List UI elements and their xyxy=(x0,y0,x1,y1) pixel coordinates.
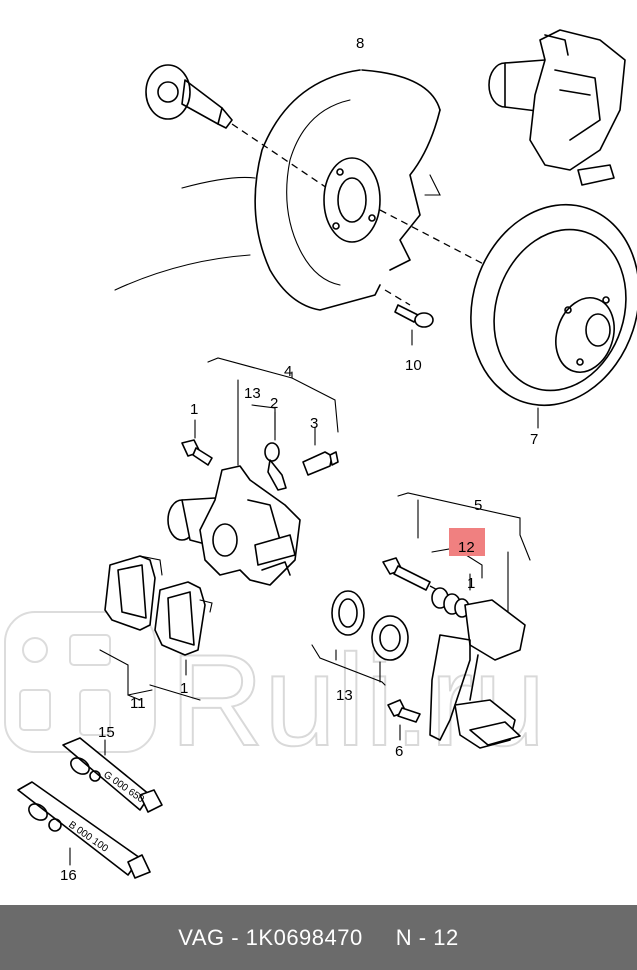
callout-13-upper: 13 xyxy=(244,385,261,402)
callout-15: 15 xyxy=(98,724,115,741)
callout-6: 6 xyxy=(395,743,403,760)
caliper-assembly-top xyxy=(488,29,626,186)
callout-8: 8 xyxy=(356,35,364,52)
highlight-box xyxy=(449,528,485,556)
bolt-6 xyxy=(387,699,421,741)
backing-plate xyxy=(254,69,496,311)
bolt-10 xyxy=(384,289,434,346)
callout-16: 16 xyxy=(60,867,77,884)
callouts: 8 10 7 4 13 2 1 3 5 12 1 1 11 13 6 15 16 xyxy=(60,35,538,884)
callout-11: 11 xyxy=(130,695,146,712)
footer-position: N - 12 xyxy=(395,924,459,950)
watermark-logo-icon xyxy=(4,611,156,753)
callout-3: 3 xyxy=(310,415,318,432)
guide-pin-2 xyxy=(264,411,287,491)
brake-disc xyxy=(470,203,637,429)
carrier-bracket-right xyxy=(429,599,526,749)
group-5-bracket xyxy=(397,492,531,621)
callout-12: 12 xyxy=(458,539,475,556)
callout-5: 5 xyxy=(474,497,482,514)
grease-tube-15: G 000 650 xyxy=(62,737,163,813)
bleed-screw-3 xyxy=(302,427,339,476)
callout-2: 2 xyxy=(270,395,278,412)
axle-beam-outline xyxy=(114,176,256,291)
guide-bush xyxy=(431,587,470,618)
callout-4: 4 xyxy=(284,363,292,380)
callout-13-lower: 13 xyxy=(336,687,353,704)
callout-7: 7 xyxy=(530,431,538,448)
callout-1-lower: 1 xyxy=(180,680,188,697)
caliper-body-left xyxy=(167,465,301,586)
callout-10: 10 xyxy=(405,357,422,374)
callout-1-right: 1 xyxy=(467,575,475,592)
group-13-bracket-lower xyxy=(311,644,386,686)
wheel-hub-stub xyxy=(145,64,331,191)
seal-rings xyxy=(331,590,409,683)
footer-gap xyxy=(363,925,396,951)
bolt-1-caliper xyxy=(181,419,213,466)
footer-separator: - xyxy=(224,924,246,950)
footer-bar: VAG - 1K0698470 N - 12 xyxy=(0,905,637,970)
footer-brand: VAG xyxy=(178,924,225,950)
bolt-12 xyxy=(382,557,461,603)
grease-tube-16: B 000 100 xyxy=(17,781,151,879)
parts-diagram: Ruli.ru xyxy=(4,29,637,884)
group-11-bracket xyxy=(99,649,201,701)
brake-pads xyxy=(104,555,213,656)
callout-1-upper: 1 xyxy=(190,401,198,418)
footer-part-number: 1K0698470 xyxy=(245,924,363,950)
